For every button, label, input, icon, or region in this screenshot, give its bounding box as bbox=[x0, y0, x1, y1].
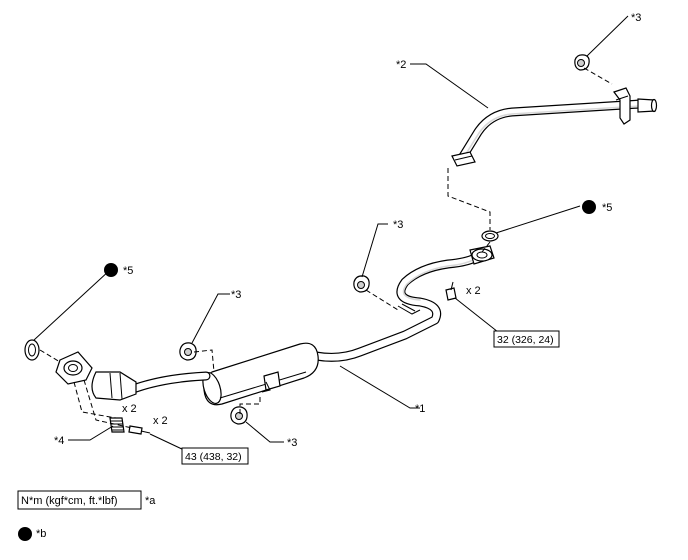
hanger-mid bbox=[353, 275, 370, 293]
gasket-right bbox=[481, 230, 499, 242]
torque-center-value: 32 (326, 24) bbox=[497, 334, 554, 346]
callout-part3-top: *3 bbox=[631, 12, 641, 24]
callout-part3-left: *3 bbox=[231, 289, 241, 301]
quantity-spring-left: x 2 bbox=[122, 403, 137, 415]
gasket-left bbox=[24, 339, 40, 361]
legend-unit: N*m (kgf*cm, ft.*lbf) *a bbox=[17, 490, 156, 510]
torque-front-value: 43 (438, 32) bbox=[185, 451, 242, 463]
quantity-bolt-left: x 2 bbox=[153, 415, 168, 427]
compression-spring bbox=[109, 417, 125, 433]
callout-part2: *2 bbox=[396, 59, 406, 71]
callout-part1: *1 bbox=[415, 403, 425, 415]
quantity-bolt-right: x 2 bbox=[466, 285, 481, 297]
marker-dot-right bbox=[582, 200, 596, 214]
legend-dot-key: *b bbox=[36, 528, 46, 540]
front-pipe bbox=[55, 351, 211, 401]
callout-part5-left: *5 bbox=[123, 265, 133, 277]
hanger-top bbox=[574, 54, 590, 71]
legend-dot-marker bbox=[18, 527, 32, 541]
torque-box-front: 43 (438, 32) bbox=[181, 447, 249, 465]
callout-part5-right: *5 bbox=[602, 202, 612, 214]
callout-part4: *4 bbox=[54, 435, 64, 447]
legend-dot: *b bbox=[18, 527, 46, 541]
hanger-left bbox=[179, 342, 197, 361]
legend-unit-key: *a bbox=[145, 495, 156, 507]
torque-box-center: 32 (326, 24) bbox=[493, 330, 560, 348]
flange-bolt-left bbox=[128, 425, 151, 435]
muffler bbox=[202, 342, 319, 406]
legend-unit-text: N*m (kgf*cm, ft.*lbf) bbox=[21, 495, 118, 507]
callout-part3-mid: *3 bbox=[393, 219, 403, 231]
tail-pipe bbox=[451, 87, 658, 167]
center-pipe bbox=[311, 245, 495, 362]
marker-dot-left bbox=[104, 263, 118, 277]
flange-bolt-right bbox=[445, 281, 457, 301]
hanger-bottom bbox=[230, 406, 248, 425]
callout-part3-bottom: *3 bbox=[287, 437, 297, 449]
